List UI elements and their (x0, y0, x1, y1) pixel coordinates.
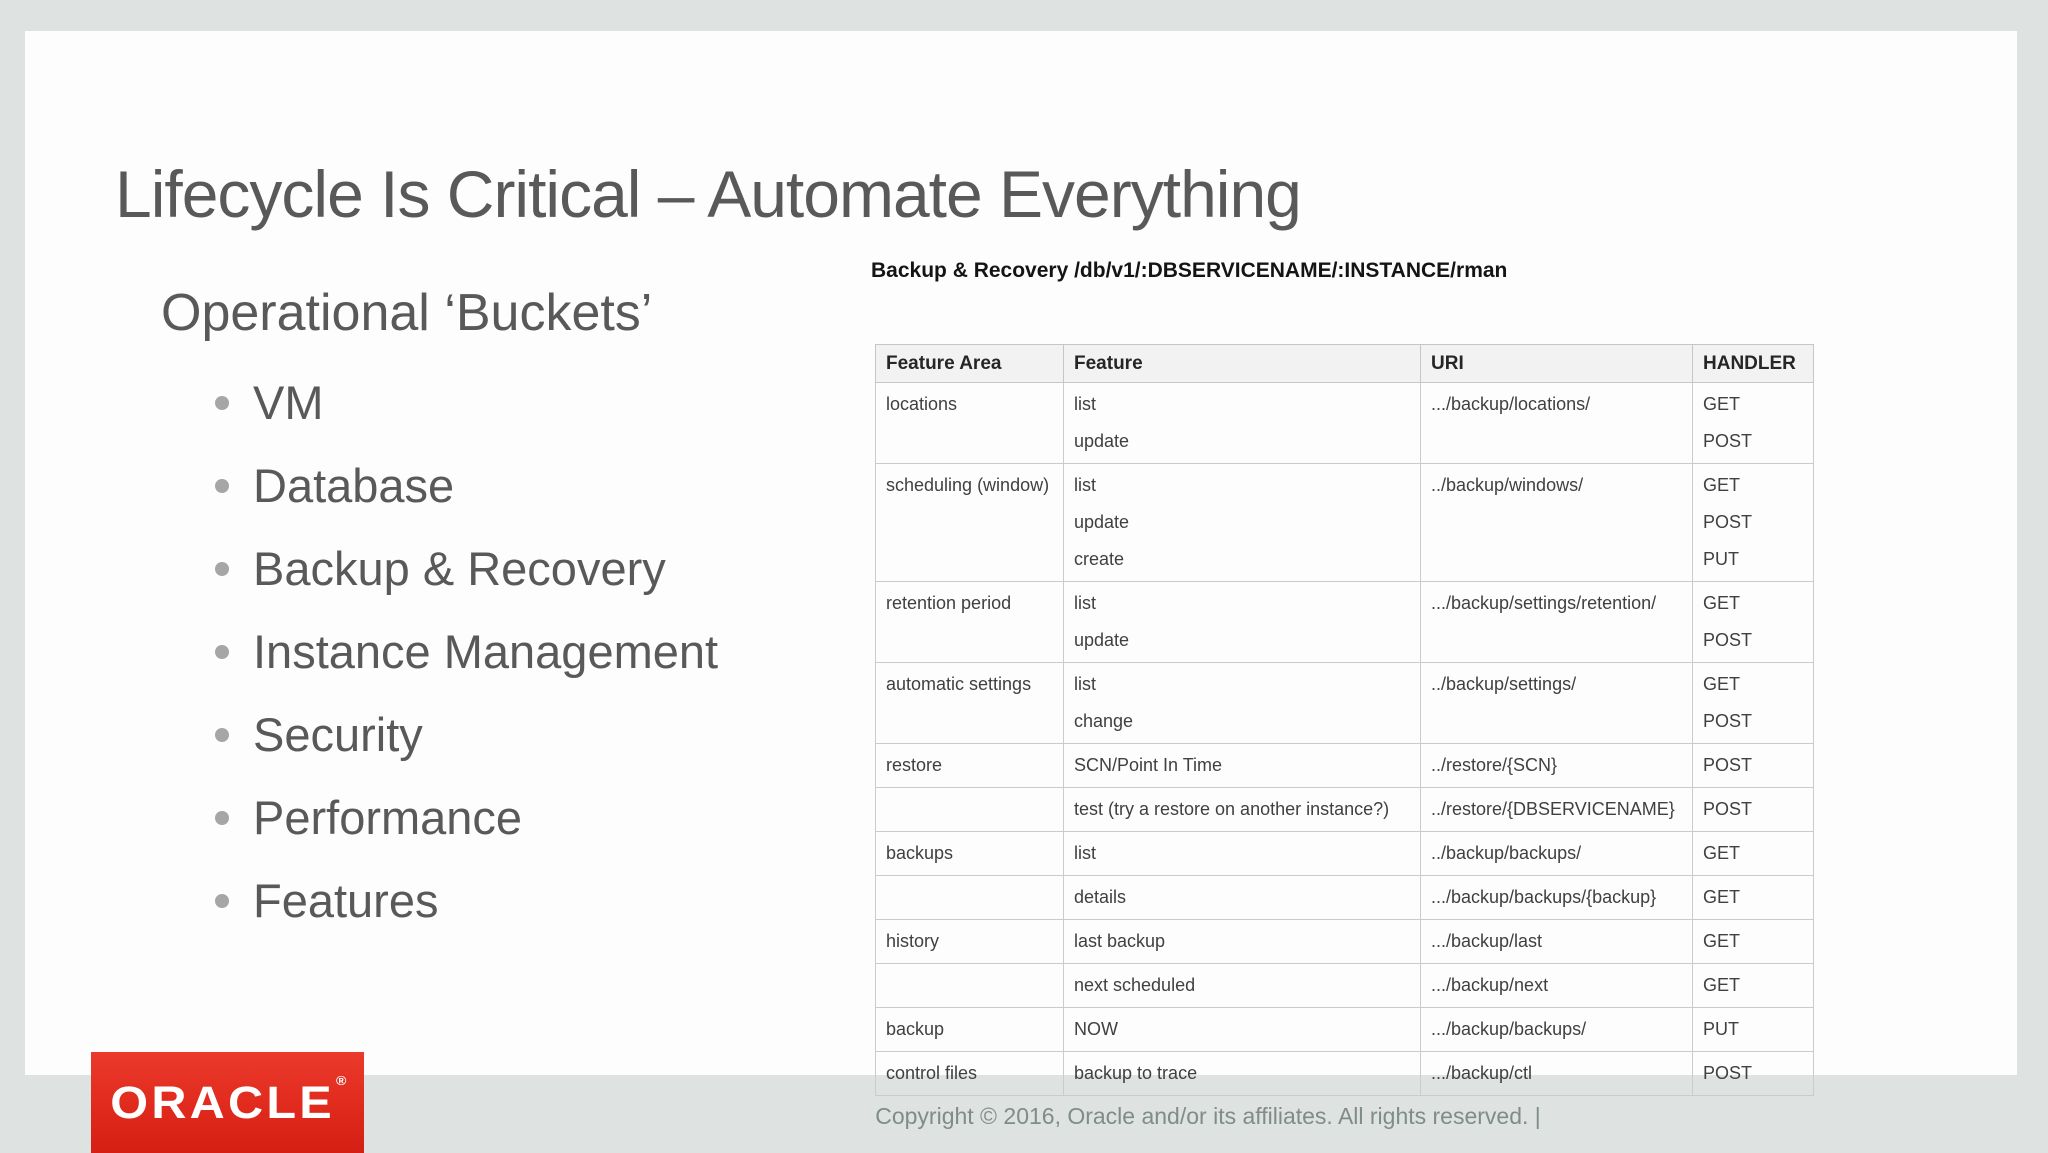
cell-feature: last backup (1063, 919, 1421, 964)
cell-handler: POST (1692, 743, 1814, 788)
table-header: Feature Area Feature URI HANDLER (875, 344, 1814, 383)
cell-uri: .../backup/backups/ (1420, 1007, 1693, 1052)
cell-feature: backup to trace (1063, 1051, 1421, 1096)
cell-uri: .../backup/settings/retention/ (1420, 581, 1693, 663)
cell-feature-area (875, 875, 1064, 920)
bullet-item: Features (215, 859, 718, 942)
cell-handler: GET (1692, 831, 1814, 876)
registered-trademark-icon: ® (335, 1072, 347, 1088)
cell-uri: ../restore/{DBSERVICENAME} (1420, 787, 1693, 832)
slide: Lifecycle Is Critical – Automate Everyth… (25, 31, 2017, 1096)
cell-feature-area: locations (875, 382, 1064, 464)
bullet-dot-icon (215, 561, 229, 576)
cell-uri: ../backup/settings/ (1420, 662, 1693, 744)
cell-uri: .../backup/next (1420, 963, 1693, 1008)
bullet-dot-icon (215, 893, 229, 908)
column-header-handler: HANDLER (1692, 344, 1814, 383)
cell-feature-area: retention period (875, 581, 1064, 663)
bullet-dot-icon (215, 395, 229, 410)
bullet-label: Features (253, 874, 439, 927)
cell-handler: GET (1692, 919, 1814, 964)
column-header-feature: Feature (1063, 344, 1421, 383)
bullet-label: Instance Management (253, 625, 719, 678)
oracle-logo-text: ORACLE® (109, 1072, 347, 1128)
cell-feature: SCN/Point In Time (1063, 743, 1421, 788)
bullet-label: Security (253, 708, 423, 761)
cell-feature: test (try a restore on another instance?… (1063, 787, 1421, 832)
cell-uri: .../backup/ctl (1420, 1051, 1693, 1096)
table-row: details.../backup/backups/{backup}GET (875, 875, 1814, 920)
cell-uri: ../restore/{SCN} (1420, 743, 1693, 788)
cell-uri: .../backup/locations/ (1420, 382, 1693, 464)
column-header-uri: URI (1420, 344, 1693, 383)
cell-feature-area: restore (875, 743, 1064, 788)
bullet-dot-icon (215, 478, 229, 493)
bullet-label: Performance (253, 791, 523, 844)
table-caption: Backup & Recovery /db/v1/:DBSERVICENAME/… (871, 259, 1508, 282)
cell-feature: next scheduled (1063, 963, 1421, 1008)
copyright-text: Copyright © 2016, Oracle and/or its affi… (875, 1103, 1541, 1129)
table-row: test (try a restore on another instance?… (875, 787, 1814, 832)
cell-handler: POST (1692, 1051, 1814, 1096)
oracle-logo: ORACLE® (91, 1052, 364, 1153)
bullet-dot-icon (215, 727, 229, 742)
cell-uri: .../backup/backups/{backup} (1420, 875, 1693, 920)
cell-handler: GET (1692, 963, 1814, 1008)
cell-handler: PUT (1692, 1007, 1814, 1052)
cell-uri: .../backup/last (1420, 919, 1693, 964)
cell-handler: POST (1692, 787, 1814, 832)
cell-feature-area: scheduling (window) (875, 463, 1064, 582)
cell-feature-area: backup (875, 1007, 1064, 1052)
cell-feature: list (1063, 831, 1421, 876)
column-header-feature-area: Feature Area (875, 344, 1064, 383)
bullet-item: Backup & Recovery (215, 527, 718, 610)
slide-title: Lifecycle Is Critical – Automate Everyth… (115, 157, 1302, 231)
cell-feature-area (875, 963, 1064, 1008)
bullet-item: Instance Management (215, 610, 718, 693)
api-table: Feature Area Feature URI HANDLER locatio… (875, 344, 1814, 1096)
cell-handler: GET (1692, 875, 1814, 920)
bullet-dot-icon (215, 810, 229, 825)
cell-feature: NOW (1063, 1007, 1421, 1052)
bullet-list: VM Database Backup & Recovery Instance M… (215, 361, 718, 942)
cell-feature-area: control files (875, 1051, 1064, 1096)
cell-feature-area: automatic settings (875, 662, 1064, 744)
slide-subtitle: Operational ‘Buckets’ (161, 284, 653, 342)
bullet-label: Database (253, 459, 455, 512)
bullet-item: VM (215, 361, 718, 444)
bullet-dot-icon (215, 644, 229, 659)
cell-uri: ../backup/windows/ (1420, 463, 1693, 582)
cell-feature-area: backups (875, 831, 1064, 876)
cell-feature: details (1063, 875, 1421, 920)
bullet-item: Performance (215, 776, 718, 859)
cell-feature-area: history (875, 919, 1064, 964)
cell-feature-area (875, 787, 1064, 832)
cell-uri: ../backup/backups/ (1420, 831, 1693, 876)
bullet-item: Database (215, 444, 718, 527)
bullet-label: Backup & Recovery (253, 542, 666, 595)
bullet-label: VM (253, 376, 324, 429)
bullet-item: Security (215, 693, 718, 776)
